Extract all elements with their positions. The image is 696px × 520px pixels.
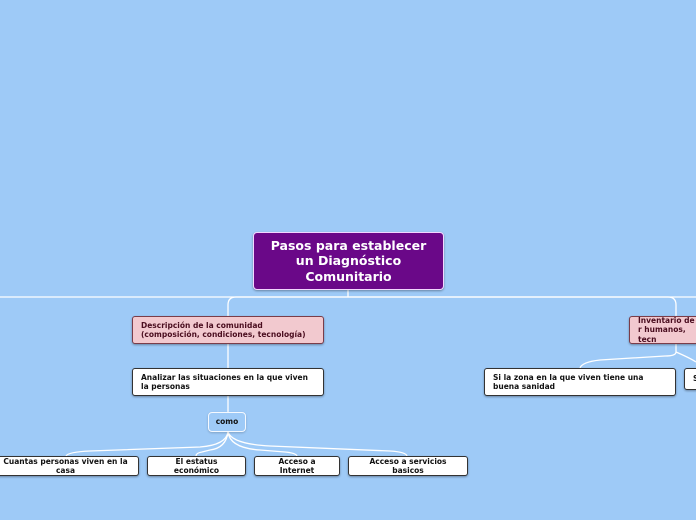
leaf-cuantas-personas-label: Cuantas personas viven en la casa bbox=[3, 456, 128, 475]
topic-inventario-label: Inventario de r humanos, tecn bbox=[638, 316, 695, 344]
topic-partial-right-label: S bbox=[693, 374, 696, 383]
leaf-acceso-servicios[interactable]: Acceso a servicios basicos bbox=[348, 456, 468, 476]
topic-partial-right[interactable]: S bbox=[684, 368, 696, 390]
central-topic-label: Pasos para establecer un Diagnóstico Com… bbox=[270, 237, 427, 284]
topic-descripcion-comunidad[interactable]: Descripción de la comunidad (composición… bbox=[132, 316, 324, 344]
relation-como[interactable]: como bbox=[208, 412, 246, 432]
topic-analizar-situaciones[interactable]: Analizar las situaciones en la que viven… bbox=[132, 368, 324, 396]
central-topic[interactable]: Pasos para establecer un Diagnóstico Com… bbox=[253, 232, 444, 290]
topic-sanidad-zona-label: Si la zona en la que viven tiene una bue… bbox=[493, 372, 644, 391]
leaf-acceso-internet-label: Acceso a Internet bbox=[278, 456, 316, 475]
relation-como-label: como bbox=[215, 417, 239, 427]
leaf-acceso-internet[interactable]: Acceso a Internet bbox=[254, 456, 340, 476]
leaf-estatus-economico-label: El estatus económico bbox=[173, 456, 220, 475]
leaf-estatus-economico[interactable]: El estatus económico bbox=[147, 456, 246, 476]
topic-inventario[interactable]: Inventario de r humanos, tecn bbox=[629, 316, 696, 344]
topic-descripcion-comunidad-label: Descripción de la comunidad (composición… bbox=[141, 320, 306, 339]
topic-sanidad-zona[interactable]: Si la zona en la que viven tiene una bue… bbox=[484, 368, 676, 396]
leaf-acceso-servicios-label: Acceso a servicios basicos bbox=[369, 456, 447, 475]
leaf-cuantas-personas[interactable]: Cuantas personas viven en la casa bbox=[0, 456, 139, 476]
topic-analizar-situaciones-label: Analizar las situaciones en la que viven… bbox=[141, 372, 308, 391]
